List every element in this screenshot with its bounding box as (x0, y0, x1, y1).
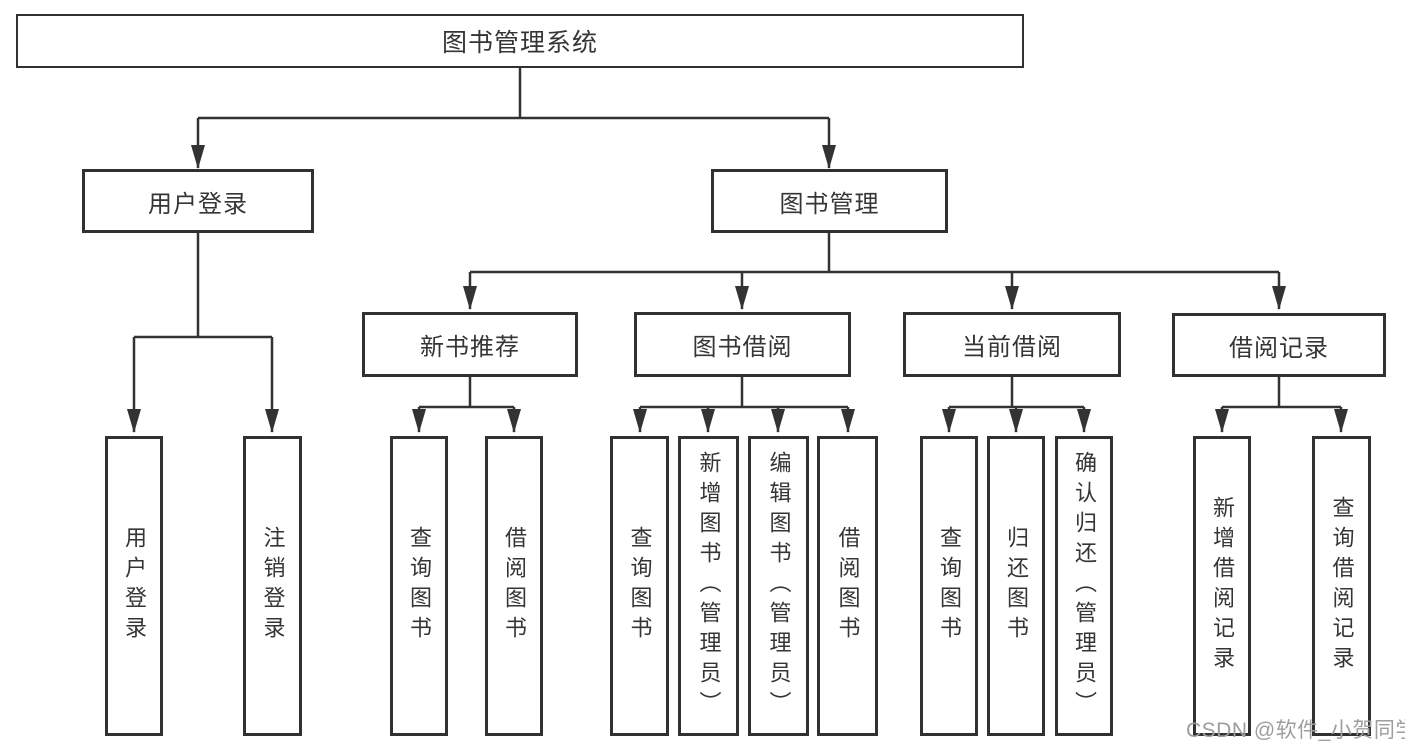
leaf-edit-books-admin: 编辑图书（管理员） (748, 436, 809, 736)
leaf-borrow-books: 借阅图书 (817, 436, 878, 736)
leaf-borrow-books-label: 借阅图书 (835, 526, 861, 646)
leaf-borrow-books-recommend-label: 借阅图书 (502, 526, 527, 646)
leaf-return-books-label: 归还图书 (1004, 526, 1029, 646)
node-user-login-label: 用户登录 (148, 190, 248, 218)
leaf-query-books-current-label: 查询图书 (937, 526, 962, 646)
leaf-query-borrow-record-label: 查询借阅记录 (1329, 496, 1355, 676)
leaf-add-books-admin: 新增图书（管理员） (678, 436, 739, 736)
leaf-query-books-borrow: 查询图书 (610, 436, 669, 736)
leaf-user-login: 用户登录 (105, 436, 163, 736)
leaf-query-books-recommend-label: 查询图书 (407, 526, 432, 646)
watermark-text: CSDN @软件_小贺同学 (1186, 719, 1405, 742)
node-library-management-system-label: 图书管理系统 (441, 29, 598, 57)
leaf-add-books-admin-label: 新增图书（管理员） (696, 451, 722, 721)
node-book-borrow: 图书借阅 (634, 312, 851, 377)
leaf-edit-books-admin-label: 编辑图书（管理员） (766, 451, 792, 721)
node-new-book-recommend: 新书推荐 (362, 312, 578, 377)
node-current-borrow: 当前借阅 (903, 312, 1121, 377)
node-book-borrow-label: 图书借阅 (692, 334, 793, 361)
leaf-query-books-borrow-label: 查询图书 (627, 526, 653, 646)
node-borrow-records-label: 借阅记录 (1229, 334, 1329, 362)
leaf-logout-label: 注销登录 (260, 526, 286, 646)
node-library-management-system: 图书管理系统 (16, 14, 1024, 68)
node-new-book-recommend-label: 新书推荐 (420, 334, 520, 361)
leaf-add-borrow-record-label: 新增借阅记录 (1210, 496, 1235, 676)
leaf-query-books-recommend: 查询图书 (390, 436, 448, 736)
node-book-management-label: 图书管理 (779, 190, 880, 218)
leaf-user-login-label: 用户登录 (122, 526, 147, 646)
node-user-login: 用户登录 (82, 169, 314, 233)
leaf-confirm-return-admin: 确认归还（管理员） (1055, 436, 1113, 736)
leaf-confirm-return-admin-label: 确认归还（管理员） (1072, 451, 1097, 721)
leaf-query-books-current: 查询图书 (920, 436, 978, 736)
node-book-management: 图书管理 (711, 169, 948, 233)
leaf-borrow-books-recommend: 借阅图书 (485, 436, 543, 736)
node-current-borrow-label: 当前借阅 (962, 334, 1062, 361)
leaf-query-borrow-record: 查询借阅记录 (1312, 436, 1371, 736)
leaf-logout: 注销登录 (243, 436, 302, 736)
node-borrow-records: 借阅记录 (1172, 313, 1386, 377)
leaf-add-borrow-record: 新增借阅记录 (1193, 436, 1251, 736)
leaf-return-books: 归还图书 (987, 436, 1045, 736)
